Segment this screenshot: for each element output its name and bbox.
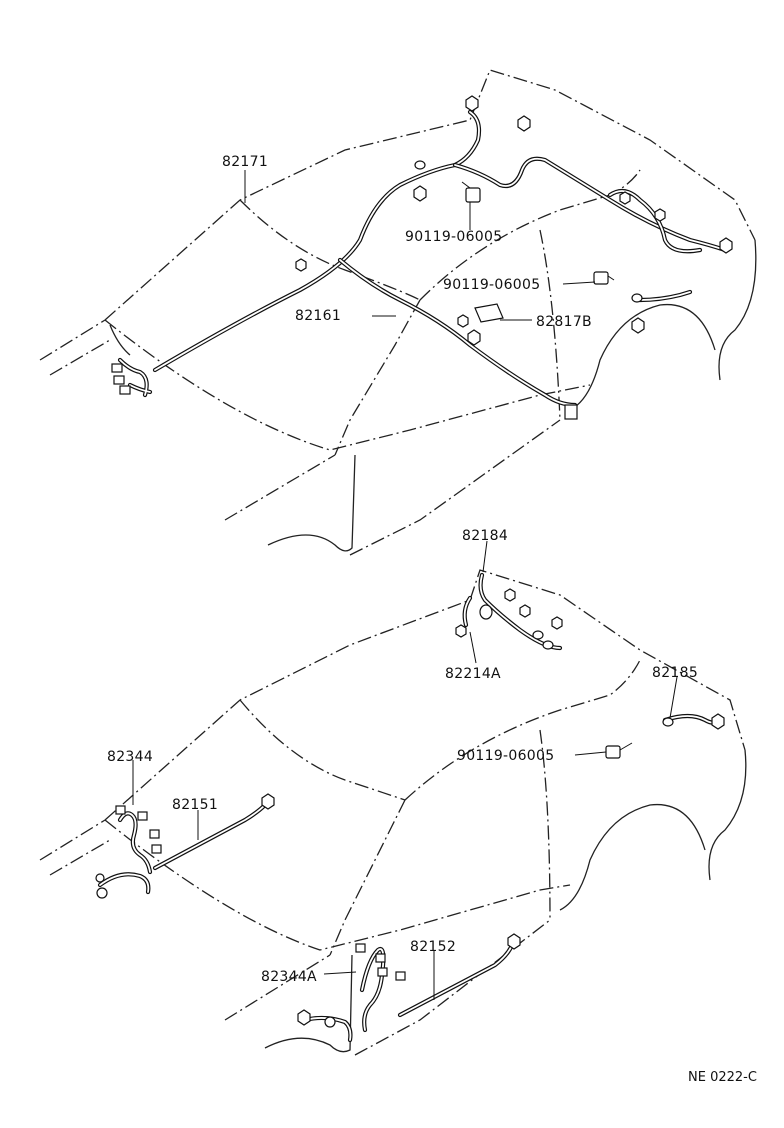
connector-icon (113, 375, 125, 385)
part-label-90119-c: 90119-06005 (457, 748, 554, 764)
connector-icon (95, 873, 105, 883)
connector-icon (619, 191, 631, 205)
connector-icon (395, 971, 406, 981)
grommet-icon (662, 717, 674, 727)
connector-icon (119, 385, 131, 395)
top-leaders (244, 170, 596, 321)
part-label-82344: 82344 (107, 749, 153, 765)
connector-icon (111, 363, 123, 373)
part-label-82817B: 82817B (536, 314, 592, 330)
bolt-icon (465, 187, 481, 203)
connector-icon (375, 953, 386, 963)
grommet-icon (479, 604, 493, 620)
connector-icon (261, 793, 275, 810)
connector-icon (96, 887, 108, 899)
connector-icon (507, 933, 521, 950)
part-label-82344A: 82344A (261, 969, 317, 985)
top-rear-harness (637, 289, 693, 303)
connector-icon (519, 604, 531, 618)
connector-icon (654, 208, 666, 222)
connector-icon (711, 713, 725, 730)
part-label-82184: 82184 (462, 528, 508, 544)
connector-icon (719, 237, 733, 254)
bottom-harness-82184 (462, 572, 563, 651)
part-label-82152: 82152 (410, 939, 456, 955)
bottom-connectors (95, 588, 725, 1028)
part-label-90119-b: 90119-06005 (443, 277, 540, 293)
connector-icon (297, 1009, 311, 1026)
bottom-bolts (605, 742, 633, 759)
grommet-icon (631, 293, 643, 303)
connector-icon (551, 616, 563, 630)
connector-icon (532, 630, 544, 640)
part-label-82161: 82161 (295, 308, 341, 324)
connector-icon (631, 317, 645, 334)
top-connectors (295, 95, 733, 420)
connector-icon (413, 185, 427, 202)
connector-icon (355, 943, 366, 953)
connector-icon (457, 314, 469, 328)
connector-icon (324, 1016, 336, 1028)
connector-icon (115, 805, 126, 815)
part-label-82214A: 82214A (445, 666, 501, 682)
top-bolts (461, 181, 615, 285)
bolt-icon (605, 745, 621, 759)
top-front-connector-bundle (111, 357, 153, 398)
top-harness-82161 (337, 257, 578, 408)
part-label-82151: 82151 (172, 797, 218, 813)
connector-icon (377, 967, 388, 977)
part-label-82171: 82171 (222, 154, 268, 170)
connector-icon (455, 624, 467, 638)
protector-icon (474, 303, 504, 323)
connector-icon (504, 588, 516, 602)
connector-icon (149, 829, 160, 839)
part-label-82185: 82185 (652, 665, 698, 681)
figure-code: NE 0222-C (688, 1070, 757, 1085)
top-car-body (39, 69, 757, 556)
bracket-icon (564, 404, 578, 420)
connector-icon (542, 640, 554, 650)
bolt-icon (593, 271, 609, 285)
connector-icon (467, 329, 481, 346)
bottom-harness-82151 (97, 802, 268, 895)
part-label-90119-a: 90119-06005 (405, 229, 502, 245)
connector-icon (137, 811, 148, 821)
connector-icon (465, 95, 479, 112)
connector-icon (151, 844, 162, 854)
bottom-leaders (132, 540, 678, 1000)
grommet-icon (414, 160, 426, 170)
bottom-car-body (39, 569, 747, 1056)
connector-icon (295, 258, 307, 272)
connector-icon (517, 115, 531, 132)
